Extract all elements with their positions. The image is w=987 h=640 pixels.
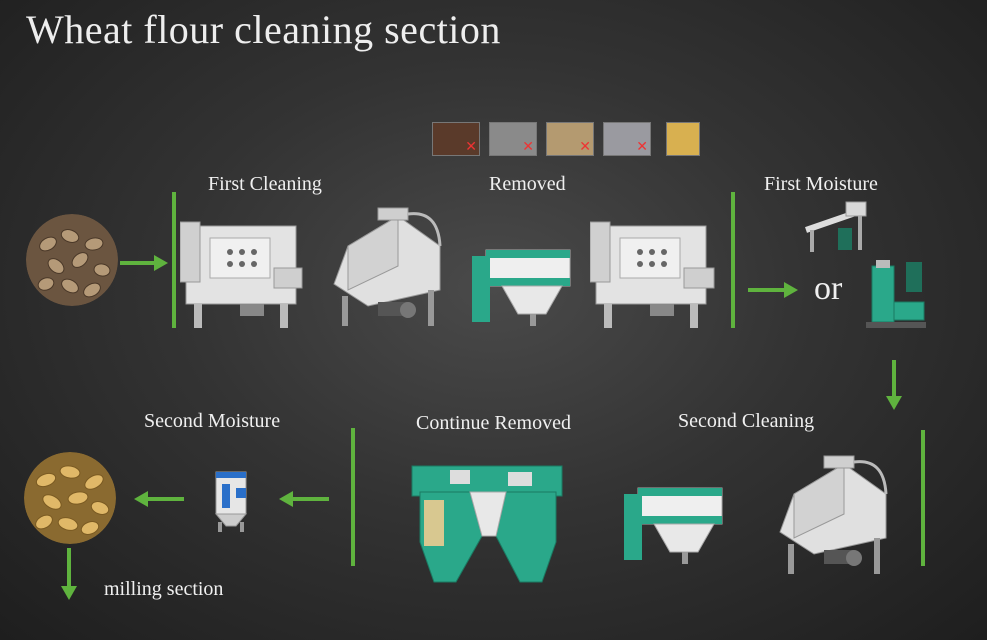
divider-line [172, 192, 176, 328]
label-continue-removed: Continue Removed [416, 412, 571, 435]
impurity-thumb-clean-wheat [666, 122, 700, 156]
dampening-tower-icon [866, 258, 928, 330]
arrow-down-icon [59, 548, 79, 602]
vibro-separator-icon [590, 218, 722, 330]
label-or: or [814, 270, 842, 308]
impurity-thumb-gravel: ✕ [603, 122, 651, 156]
aspirator-icon [624, 480, 728, 566]
scourer-icon [410, 462, 564, 588]
reject-icon: ✕ [636, 139, 648, 155]
impurity-thumb-straw: ✕ [489, 122, 537, 156]
label-milling-section: milling section [104, 578, 223, 601]
arrow-left-icon [132, 489, 184, 509]
moisture-conditioner-icon [206, 468, 256, 532]
arrow-down-icon [884, 360, 904, 412]
divider-line [351, 428, 355, 566]
page-title: Wheat flour cleaning section [26, 6, 501, 53]
reject-icon: ✕ [522, 139, 534, 155]
arrow-left-icon [277, 489, 329, 509]
destoner-icon [774, 454, 896, 578]
aspirator-icon [472, 242, 576, 328]
divider-line [731, 192, 735, 328]
reject-icon: ✕ [579, 139, 591, 155]
clean-wheat-icon [24, 452, 116, 544]
arrow-right-icon [120, 253, 170, 273]
label-first-moisture: First Moisture [764, 173, 878, 196]
impurity-thumb-stones: ✕ [432, 122, 480, 156]
impurity-thumb-wood: ✕ [546, 122, 594, 156]
label-removed: Removed [489, 173, 566, 196]
intensive-dampener-icon [800, 200, 872, 256]
vibro-separator-icon [180, 218, 310, 330]
label-second-cleaning: Second Cleaning [678, 410, 814, 433]
destoner-icon [328, 206, 450, 330]
label-second-moisture: Second Moisture [144, 410, 280, 433]
raw-wheat-icon [26, 214, 118, 306]
arrow-right-icon [748, 280, 800, 300]
divider-line [921, 430, 925, 566]
reject-icon: ✕ [465, 139, 477, 155]
label-first-cleaning: First Cleaning [208, 173, 322, 196]
